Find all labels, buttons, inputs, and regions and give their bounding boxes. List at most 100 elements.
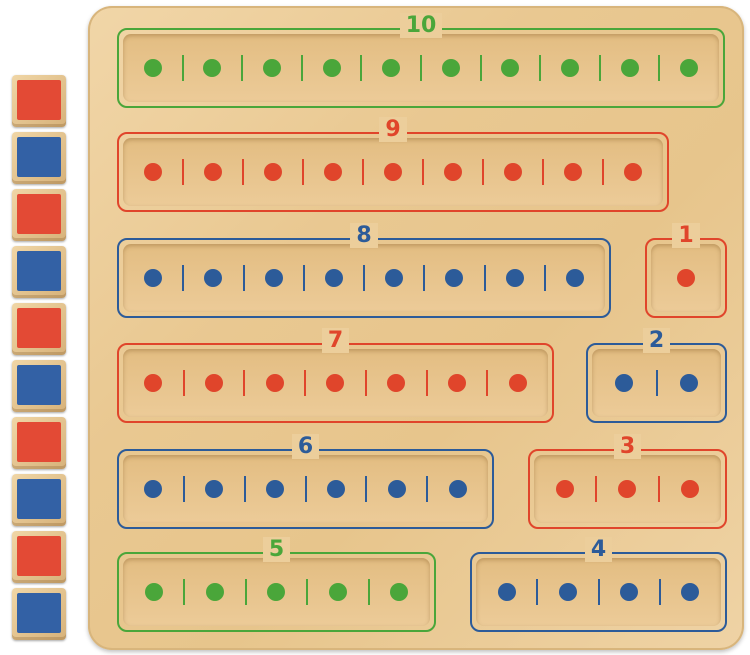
tray-10: 10 [117,13,725,108]
count-dot [387,374,406,392]
block-face [17,137,61,177]
tray-slot [427,451,488,527]
slot-divider [539,55,542,81]
block-face [17,308,61,348]
count-dot [620,59,639,77]
counting-block-blue [12,360,66,412]
block-face [17,80,61,120]
slot-divider [304,476,307,502]
slot-divider [479,55,482,81]
count-dot [205,374,224,392]
tray-number-label: 8 [119,223,609,248]
tray-number-text: 4 [584,537,613,562]
slot-divider [243,370,246,396]
count-dot [328,583,347,601]
tray-slot [303,134,363,210]
count-dot [618,480,637,498]
tray-slot [476,554,537,630]
count-dot [144,163,162,181]
tray-slot [123,345,184,421]
tray-slot [306,451,367,527]
count-dot [558,583,577,601]
block-face [17,422,61,462]
slot-divider [657,476,660,502]
tray-slot [246,554,307,630]
slot-divider [367,579,370,605]
slot-divider [422,159,424,185]
slot-divider [182,265,185,291]
count-dot [501,59,520,77]
count-dot [679,374,698,392]
count-dot [681,583,700,601]
tray-slot [244,345,305,421]
slot-divider [360,55,363,81]
slot-divider [655,370,658,396]
slot-divider [362,159,364,185]
tray-slot [183,240,243,316]
tray-slot [364,240,424,316]
tray-slot [427,345,488,421]
count-dot [204,269,223,287]
slot-divider [658,55,661,81]
count-dot [143,59,162,77]
count-dot [504,163,522,181]
tray-slot [481,30,541,106]
counting-block-red [12,531,66,583]
slot-divider [182,159,184,185]
tray-slot [534,451,596,527]
block-face [17,365,61,405]
tray-slot [545,240,605,316]
tray-5: 5 [117,537,436,632]
tray-slot [483,134,543,210]
tray-slot [592,345,657,421]
slot-divider [300,55,303,81]
tray-slot [487,345,548,421]
count-dot [144,269,163,287]
slot-divider [183,579,186,605]
count-dot [266,480,285,498]
count-dot [497,583,516,601]
slot-divider [598,55,601,81]
count-dot [326,374,345,392]
tray-number-label: 4 [472,537,725,562]
counting-block-blue [12,474,66,526]
tray-number-label: 2 [588,328,725,353]
counting-block-blue [12,132,66,184]
slot-divider [304,370,307,396]
tray-slot [543,134,603,210]
count-dot [144,374,163,392]
tray-number-text: 6 [291,434,320,459]
count-dot [505,269,524,287]
block-face [17,536,61,576]
count-dot [560,59,579,77]
slot-divider [482,159,484,185]
tray-slot [366,451,427,527]
slot-divider [425,370,428,396]
count-dot [322,59,341,77]
counting-block-red [12,303,66,355]
tray-number-label: 10 [119,13,723,38]
tray-slot [184,451,245,527]
count-dot [387,480,406,498]
tray-slot [424,240,484,316]
tray-slot [304,240,364,316]
counting-block-blue [12,246,66,298]
tray-slot [183,30,243,106]
count-dot [264,269,283,287]
count-dot [384,163,402,181]
count-dot [448,480,467,498]
tray-number-text: 5 [262,537,291,562]
tray-slot [366,345,427,421]
count-dot [326,480,345,498]
tray-4: 4 [470,537,727,632]
slot-divider [243,476,246,502]
slot-divider [426,476,429,502]
tray-slot [123,134,183,210]
count-dot [324,269,343,287]
tray-3: 3 [528,434,727,529]
count-dot [680,480,699,498]
slot-divider [536,579,539,605]
tray-slot [361,30,421,106]
count-dot [385,269,404,287]
